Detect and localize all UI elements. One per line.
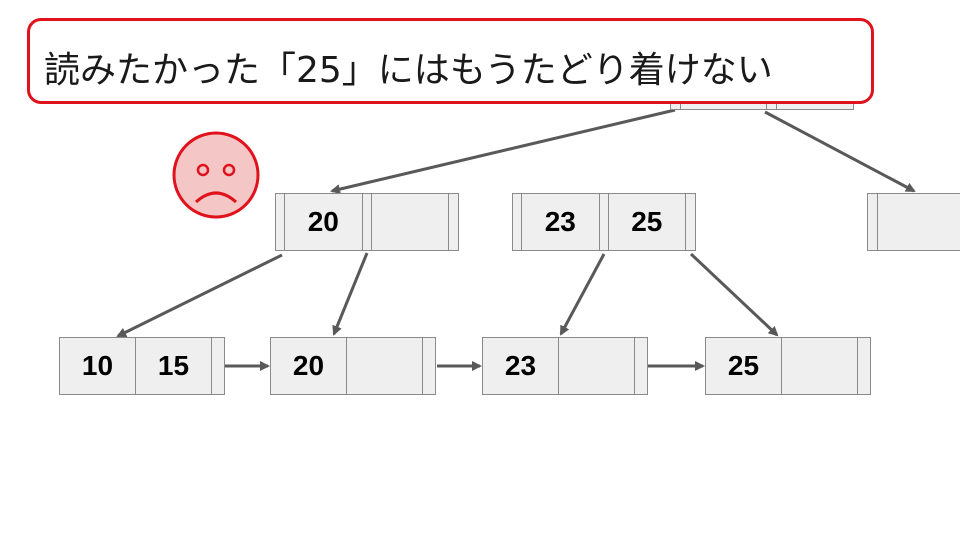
leaf-key: 23: [483, 338, 559, 394]
internal-node-middle: 23 25: [512, 193, 696, 251]
arrow-middle-to-leaf-3: [559, 253, 606, 336]
internal-node-right: [867, 193, 960, 251]
leaf-node-3: 23: [482, 337, 648, 395]
leaf-node-4: 25: [705, 337, 871, 395]
callout-box: 読みたかった「25」にはもうたどり着けない: [27, 18, 874, 104]
node-key: 25: [609, 194, 687, 250]
leaf-key: 10: [60, 338, 136, 394]
arrow-root-to-left: [330, 108, 676, 195]
leaf-node-2: 20: [270, 337, 436, 395]
arrow-left-to-leaf-2: [332, 252, 369, 336]
arrow-left-to-leaf-1: [116, 253, 283, 338]
leaf-key: [782, 338, 858, 394]
leaf-key: [347, 338, 423, 394]
sad-face-icon: [172, 131, 260, 219]
arrow-root-to-right: [764, 110, 916, 193]
node-key: 23: [522, 194, 600, 250]
node-key: [372, 194, 450, 250]
node-key: 20: [285, 194, 363, 250]
leaf-key: 20: [271, 338, 347, 394]
leaf-key: 15: [136, 338, 212, 394]
internal-node-left: 20: [275, 193, 459, 251]
leaf-key: 25: [706, 338, 782, 394]
callout-text: 読みたかった「25」にはもうたどり着けない: [44, 50, 773, 91]
arrow-middle-to-leaf-4: [689, 252, 779, 337]
leaf-node-1: 10 15: [59, 337, 225, 395]
leaf-key: [559, 338, 635, 394]
